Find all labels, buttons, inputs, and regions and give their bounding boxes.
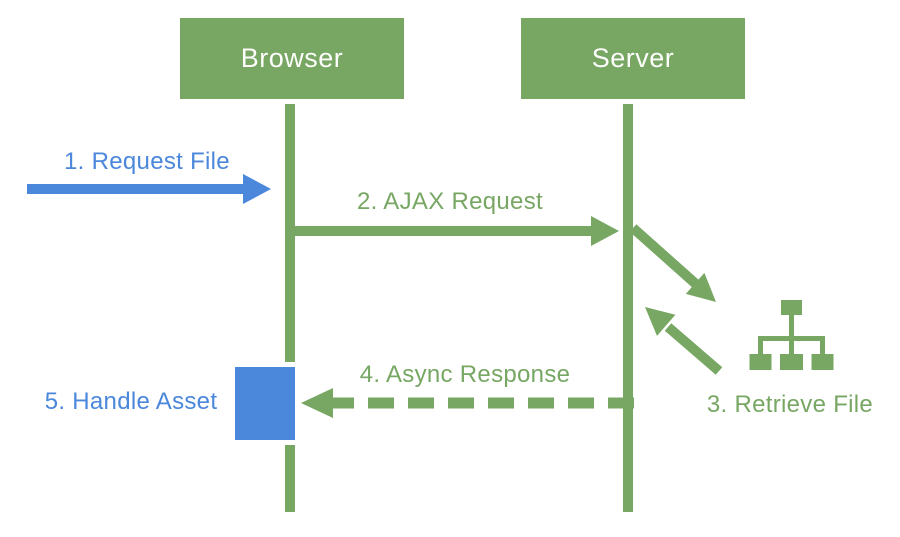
ajax-request-arrow — [295, 216, 619, 246]
request-file-arrow — [27, 174, 271, 204]
async-response-arrow — [301, 388, 634, 418]
retrieve-file-arrow — [645, 307, 723, 375]
sitemap-icon-root-node — [781, 300, 802, 315]
ajax-request-arrow-head — [591, 216, 619, 246]
actor-server-label: Server — [591, 43, 675, 73]
actor-browser-label: Browser — [240, 43, 344, 73]
server-fetch-arrow — [629, 224, 716, 302]
server-lifeline — [623, 104, 633, 512]
step-3-label: 3. Retrieve File — [706, 391, 874, 418]
retrieve-file-arrow-shaft — [664, 323, 723, 375]
step-1-label: 1. Request File — [64, 148, 230, 175]
server-fetch-arrow-shaft — [629, 224, 701, 289]
step-4-label: 4. Async Response — [359, 361, 571, 388]
sitemap-icon — [749, 300, 834, 370]
async-response-arrow-head — [301, 388, 333, 418]
sitemap-icon-child-node-2 — [780, 354, 803, 370]
sitemap-icon-connectors — [758, 314, 825, 355]
step-5-label: 5. Handle Asset — [44, 388, 218, 415]
browser-lifeline-lower — [285, 445, 295, 512]
step-2-label: 2. AJAX Request — [357, 188, 543, 215]
handle-asset-activation-box — [235, 367, 295, 440]
browser-lifeline-upper — [285, 104, 295, 362]
sitemap-icon-child-node-1 — [749, 354, 772, 370]
retrieve-file-arrow-head — [645, 307, 676, 336]
actor-server-box: Server — [521, 18, 745, 99]
sitemap-icon-child-node-3 — [811, 354, 834, 370]
actor-browser-box: Browser — [180, 18, 404, 99]
request-file-arrow-head — [243, 174, 271, 204]
server-fetch-arrow-head — [685, 272, 716, 302]
